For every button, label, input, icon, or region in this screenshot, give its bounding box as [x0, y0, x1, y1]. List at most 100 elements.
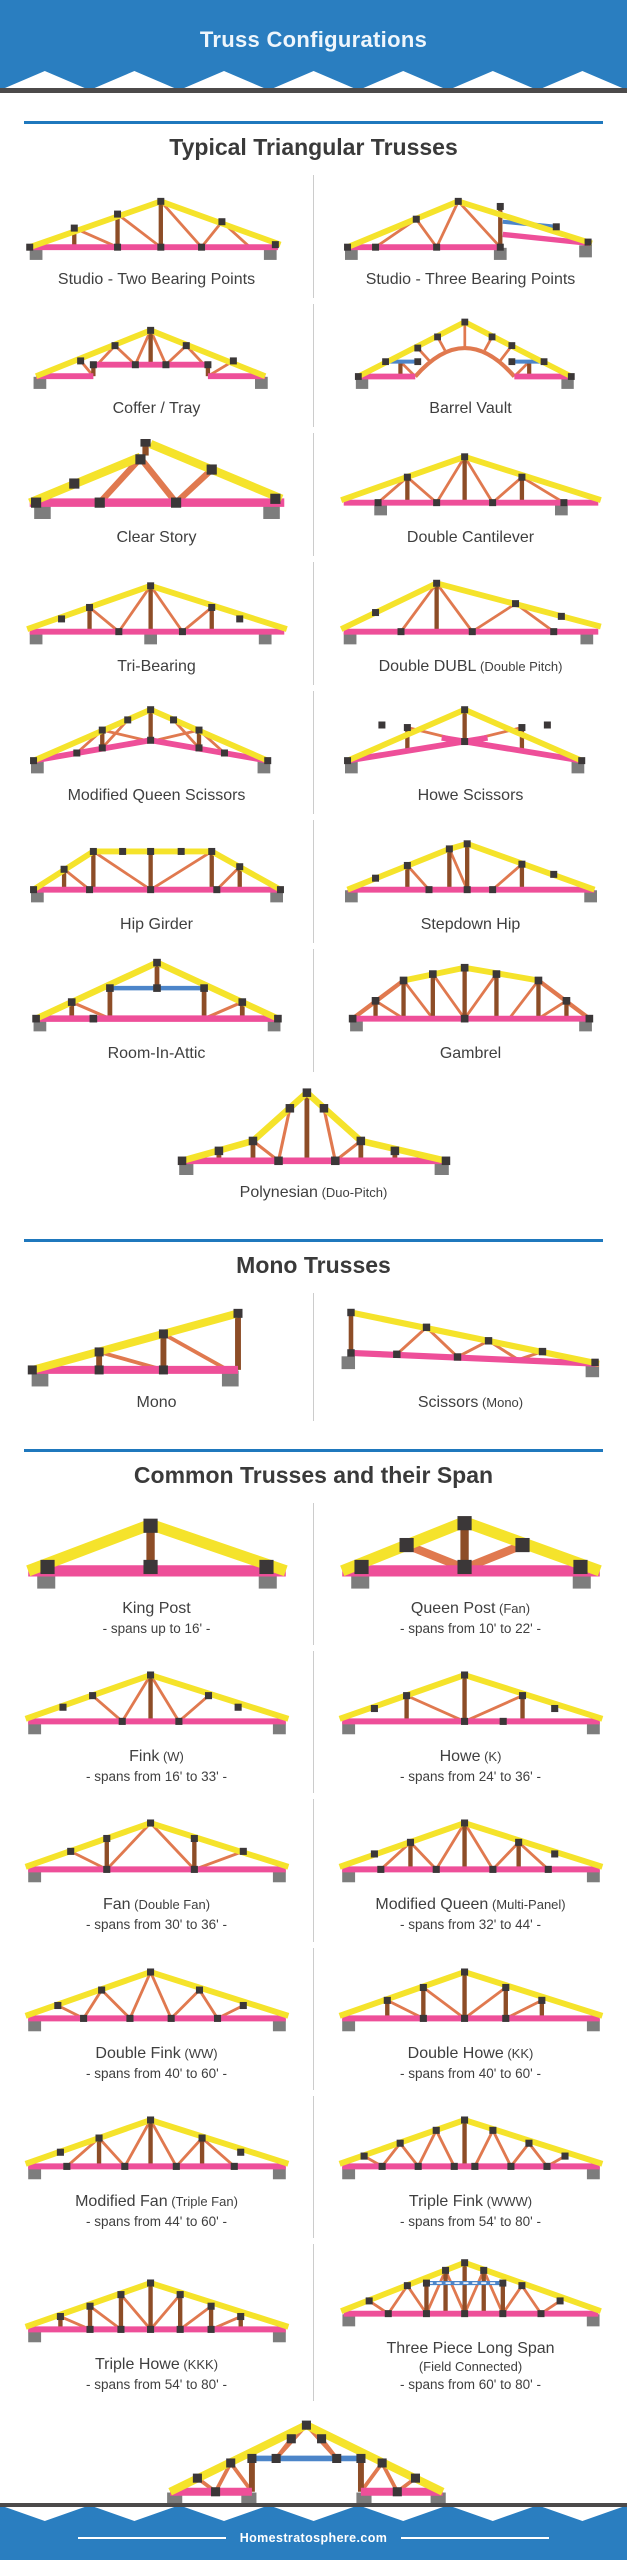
truss-row: Fan (Double Fan)- spans from 30' to 36' …: [0, 1799, 627, 1942]
joint-plate: [234, 1703, 242, 1711]
joint-plate: [517, 860, 525, 868]
truss-member-t: [463, 2259, 602, 2314]
bearing-block: [344, 247, 358, 260]
truss-member-w: [321, 1107, 337, 1162]
joint-plate: [371, 243, 379, 251]
truss-cell-tribearing: Tri-Bearing: [0, 562, 313, 685]
joint-plate: [152, 958, 161, 967]
truss-span-note: - spans from 60' to 80' -: [400, 2376, 541, 2392]
truss-name: Polynesian: [239, 1184, 318, 1201]
joint-plate: [377, 2458, 387, 2468]
joint-plate: [246, 2453, 256, 2463]
truss-member-w3: [137, 456, 179, 505]
joint-plate: [190, 1866, 198, 1874]
joint-plate: [538, 1347, 546, 1356]
joint-plate: [146, 2279, 154, 2287]
truss-name: Hip Girder: [120, 916, 193, 933]
joint-plate: [113, 243, 121, 251]
joint-plate: [286, 2433, 296, 2444]
joint-plate: [239, 1848, 247, 1856]
joint-plate: [397, 628, 404, 636]
joint-plate: [30, 497, 41, 508]
truss-member-t: [463, 1820, 603, 1871]
truss-label: Fan (Double Fan): [103, 1895, 210, 1915]
joint-plate: [406, 1839, 414, 1847]
truss-name: Fan: [102, 1896, 131, 1914]
truss-member-t: [463, 319, 573, 380]
joint-plate: [441, 2266, 449, 2274]
bearing-block: [272, 1870, 286, 1883]
joint-plate: [39, 1559, 55, 1575]
truss-member-w: [431, 973, 466, 1020]
joint-plate: [203, 361, 211, 369]
bearing-block: [263, 247, 277, 260]
truss-sublabel: (W): [159, 1749, 184, 1765]
section-rule: [24, 121, 603, 124]
truss-member-w: [148, 585, 184, 633]
truss-row: Polynesian (Duo-Pitch): [0, 1078, 627, 1211]
truss-member-t: [304, 1090, 363, 1144]
truss-name: Double Fink: [95, 2044, 181, 2062]
joint-plate: [273, 1014, 282, 1023]
truss-name: Mono: [136, 1394, 177, 1411]
bearing-block: [344, 890, 358, 903]
joint-plate: [192, 2473, 202, 2483]
joint-plate: [116, 2325, 124, 2333]
joint-plate: [235, 615, 243, 623]
joint-plate: [460, 2116, 468, 2124]
joint-plate: [456, 1516, 472, 1531]
joint-plate: [460, 2310, 468, 2318]
joint-plate: [146, 1968, 154, 1976]
joint-plate: [146, 1819, 154, 1827]
truss-member-w: [148, 1971, 172, 2019]
joint-plate: [542, 2162, 551, 2170]
truss-cell-triplehowe: Triple Howe (KKK)- spans from 54' to 80'…: [0, 2244, 313, 2401]
joint-plate: [220, 749, 228, 757]
joint-plate: [496, 243, 504, 251]
truss-member-w: [456, 200, 501, 249]
joint-plate: [62, 2162, 70, 2170]
joint-plate: [210, 2486, 220, 2497]
joint-plate: [29, 886, 37, 894]
truss-cell-doublecant: Double Cantilever: [313, 433, 627, 556]
joint-plate: [56, 2148, 64, 2156]
joint-plate: [156, 243, 164, 251]
bearing-block: [586, 2314, 600, 2327]
joint-plate: [27, 1365, 37, 1375]
joint-plate: [29, 757, 37, 765]
joint-plate: [470, 2162, 478, 2170]
bearing-block: [272, 1722, 286, 1735]
truss-name: Modified Queen: [375, 1896, 489, 1914]
truss-label: Double Fink (WW): [95, 2044, 217, 2064]
joint-plate: [31, 1014, 40, 1023]
bearing-block: [27, 2018, 41, 2031]
joint-plate: [518, 1692, 526, 1700]
joint-plate: [98, 726, 106, 734]
bunting-triangles-icon: [5, 2507, 623, 2521]
joint-plate: [330, 1156, 340, 1166]
truss-label: Three Piece Long Span(Field Connected): [386, 2339, 554, 2375]
truss-member-w3: [462, 1541, 524, 1573]
truss-member-w: [405, 864, 430, 891]
truss-member-w3: [96, 455, 143, 505]
joint-plate: [331, 2453, 341, 2463]
joint-plate: [488, 2126, 496, 2134]
truss-diagram-queenpost: [339, 1516, 602, 1589]
joint-plate: [419, 1983, 427, 1991]
bearing-block: [560, 377, 574, 389]
truss-member-t: [149, 327, 266, 379]
truss-member-w: [88, 606, 120, 633]
truss-cell-mono: Mono: [0, 1293, 313, 1421]
header-banner: Truss Configurations: [0, 0, 627, 88]
joint-plate: [94, 1365, 104, 1375]
truss-member-w: [148, 329, 167, 366]
joint-plate: [207, 2302, 215, 2310]
joint-plate: [217, 218, 225, 226]
truss-row: Triple Howe (KKK)- spans from 54' to 80'…: [0, 2243, 627, 2401]
joint-plate: [378, 2162, 386, 2170]
truss-cell-hipgirder: Hip Girder: [0, 820, 313, 943]
joint-plate: [460, 2014, 468, 2022]
joint-plate: [114, 628, 122, 636]
